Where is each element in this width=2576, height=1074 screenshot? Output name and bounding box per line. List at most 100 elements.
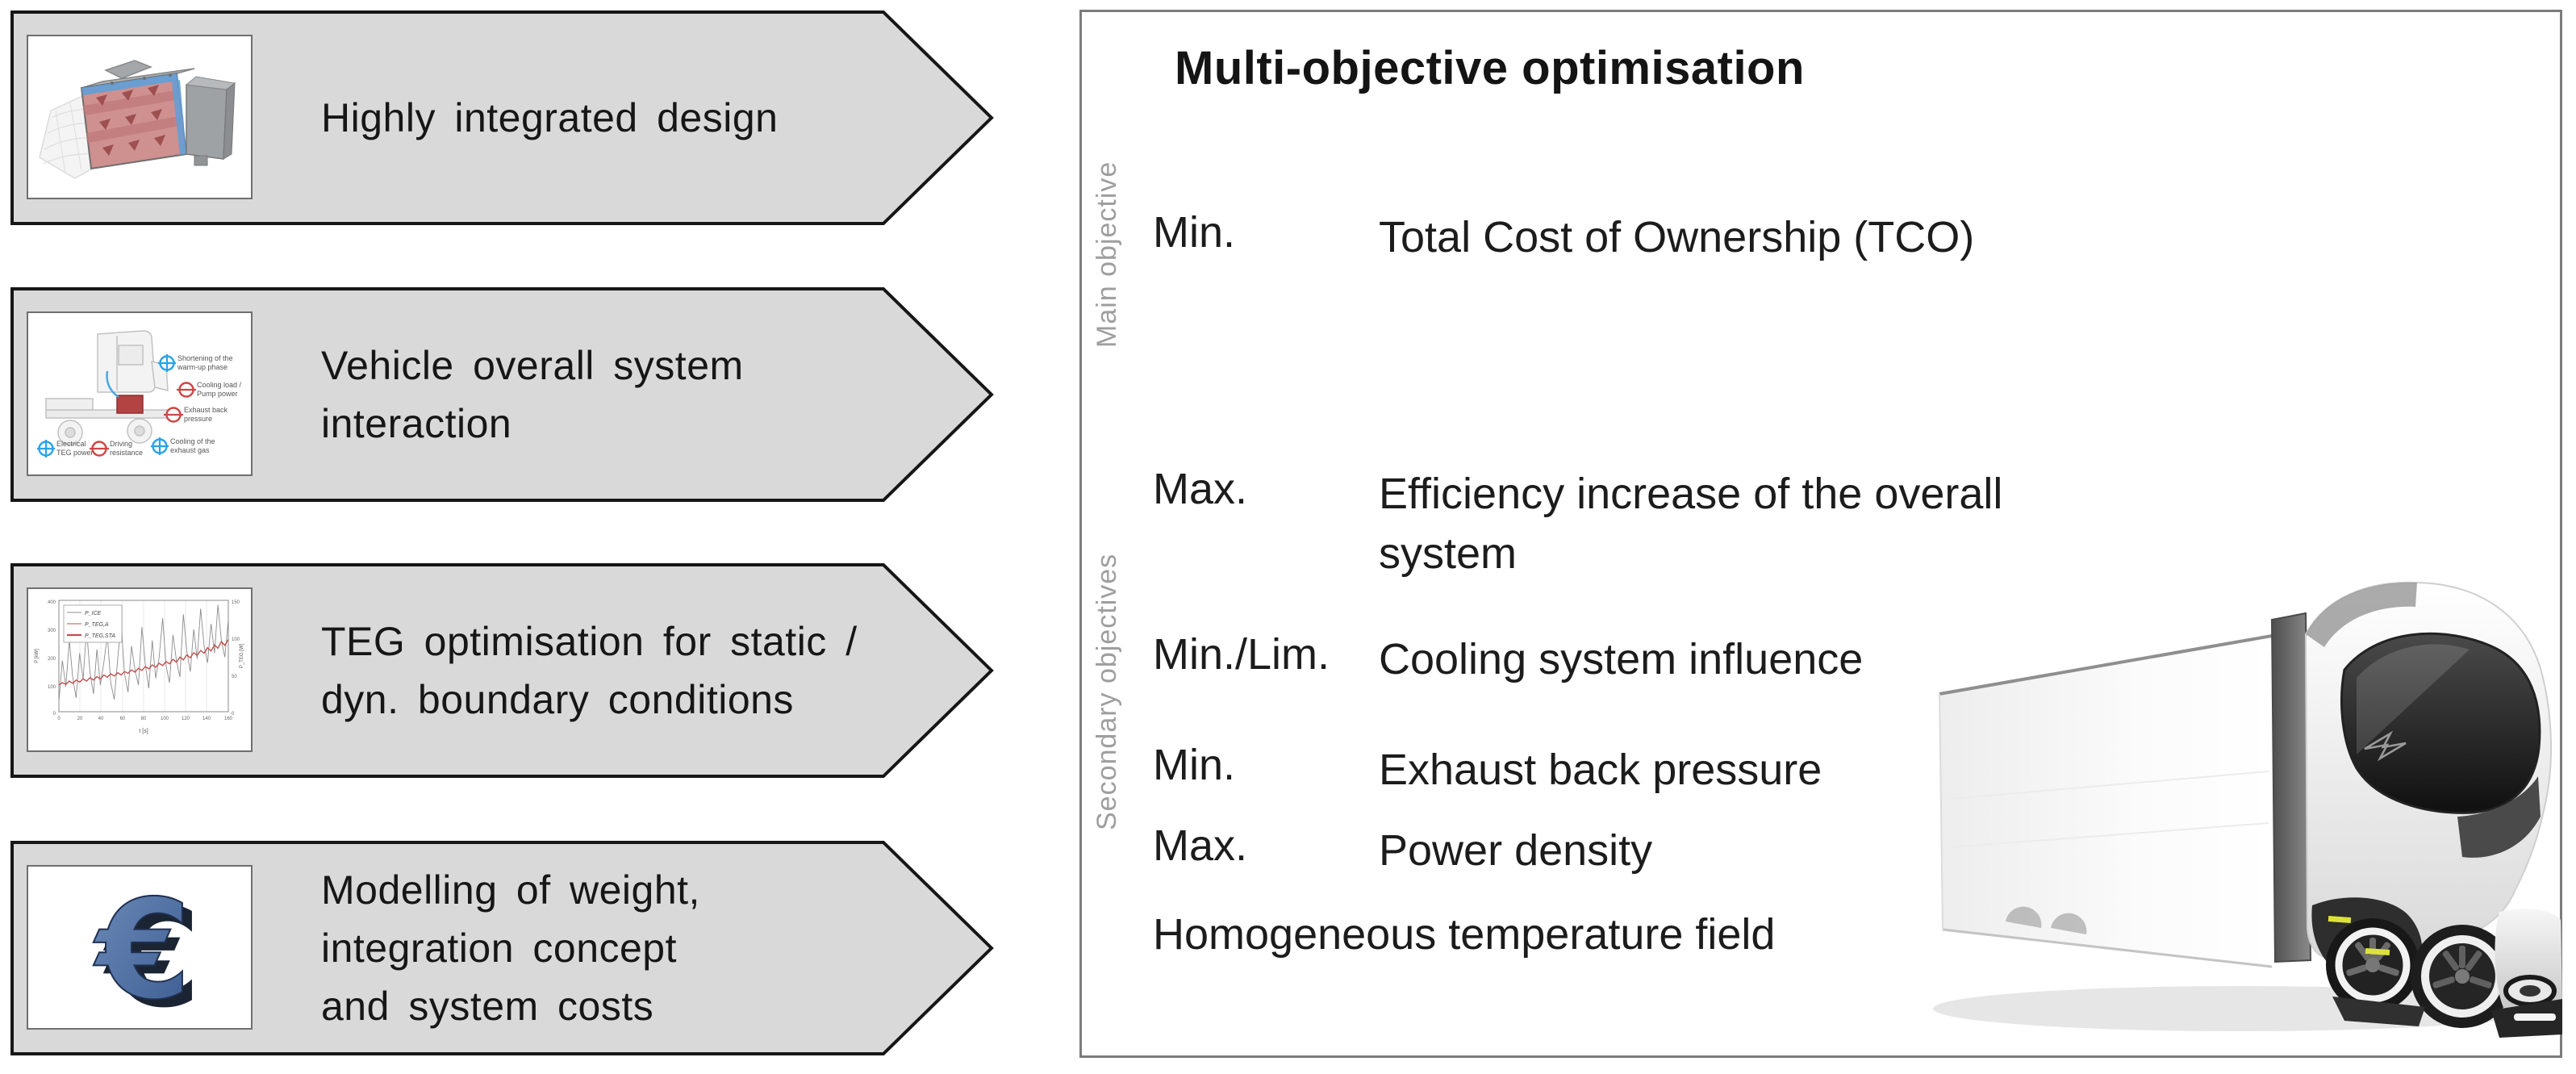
fin-pattern: [96, 85, 165, 156]
euro-symbol-render: € €: [92, 870, 201, 1028]
svg-text:60: 60: [120, 717, 126, 721]
objective-op: Max.: [1153, 465, 1248, 513]
heat-exchanger-body: [80, 60, 236, 170]
banner-line: TEG optimisation for static /: [321, 619, 858, 664]
banner-text: Highly integrated design: [321, 12, 934, 224]
plot-tick-labels: 400 300 200 100 0 150 100 50 0 0 20 40 6…: [48, 600, 240, 721]
exhaust-stack: [2270, 612, 2312, 963]
arrow-banner-shape: [10, 563, 994, 778]
banner-line: Vehicle overall system: [321, 343, 744, 388]
objective-op: Min.: [1153, 208, 1236, 257]
trailer: [1939, 634, 2273, 968]
plus-badge-teg-power: Electrical TEG power: [37, 440, 94, 458]
objective-desc: Power density: [1379, 821, 1652, 880]
banner-line: Modelling of weight,: [321, 867, 700, 913]
series-teg-power: [58, 638, 229, 686]
group-label-main-objective: Main objective: [1092, 161, 1122, 348]
arrow-banner-shape: [10, 10, 994, 225]
front-wheel: [2411, 925, 2514, 1028]
banner-line: interaction: [321, 401, 512, 446]
brand-logo: [2364, 730, 2407, 762]
plot-ylabel-left: P [kW]: [35, 649, 40, 663]
truck-concept-image: [1933, 581, 2562, 1038]
plus-badge-warmup: Shortening of the warm-up phase: [158, 354, 233, 372]
svg-text:0: 0: [232, 712, 235, 717]
minus-badge-driving-resistance: Driving resistance: [90, 440, 143, 457]
banner-text: TEG optimisation for static / dyn. bound…: [321, 565, 934, 776]
vehicle-system-schematic: Shortening of the warm-up phase Cooling …: [37, 330, 242, 458]
desc-line: Exhaust back pressure: [1379, 746, 1822, 794]
euro-shadow-glyph: €: [102, 879, 201, 1028]
headlight: [2503, 975, 2557, 1007]
svg-text:Cooling load /: Cooling load /: [197, 381, 242, 389]
svg-text:Exhaust back: Exhaust back: [184, 406, 228, 414]
svg-text:140: 140: [202, 717, 211, 721]
svg-text:resistance: resistance: [110, 449, 143, 457]
plot-xlabel: t [s]: [139, 729, 148, 734]
svg-text:20: 20: [77, 717, 83, 721]
banner-teg-optimisation: P_ICE P_TEG,A P_TEG,STA 400 300 200 100 …: [10, 563, 996, 778]
svg-text:0: 0: [53, 712, 56, 717]
svg-text:0: 0: [57, 717, 61, 721]
objective-op: Min./Lim.: [1153, 630, 1330, 679]
truck-wireframe: [45, 330, 169, 445]
svg-text:Cooling of the: Cooling of the: [170, 437, 215, 445]
banner-line: integration concept: [321, 926, 678, 971]
svg-text:Shortening of the: Shortening of the: [177, 354, 233, 362]
banner-highly-integrated-design: Highly integrated design: [10, 10, 996, 225]
minus-badge-back-pressure: Exhaust back pressure: [164, 406, 228, 423]
svg-text:200: 200: [48, 657, 56, 662]
desc-line: Efficiency increase of the overall: [1379, 470, 2003, 518]
svg-text:P_ICE: P_ICE: [85, 611, 102, 616]
banner-vehicle-system-interaction: Shortening of the warm-up phase Cooling …: [10, 287, 996, 502]
svg-text:Electrical: Electrical: [56, 440, 86, 448]
svg-text:400: 400: [48, 600, 56, 605]
banner-line: Highly integrated design: [321, 95, 779, 140]
banner-cost-modelling: € € Modelling of weight, integration con…: [10, 841, 996, 1055]
plus-badge-exhaust-cooling: Cooling of the exhaust gas: [151, 437, 215, 455]
euro-icon: €: [93, 871, 191, 1028]
panel-title: Multi-objective optimisation: [1175, 42, 1805, 94]
desc-line: Power density: [1379, 826, 1653, 875]
side-skirt: [2332, 997, 2425, 1026]
svg-text:80: 80: [141, 717, 147, 721]
teg-power-plot: P_ICE P_TEG,A P_TEG,STA 400 300 200 100 …: [35, 600, 244, 734]
plot-ylabel-right: P_TEG [W]: [240, 644, 244, 669]
fascia-slot: [2514, 1013, 2556, 1021]
svg-text:120: 120: [182, 717, 190, 721]
svg-text:300: 300: [48, 629, 56, 633]
objective-desc: Exhaust back pressure: [1379, 740, 1822, 800]
banner-line: dyn. boundary conditions: [321, 677, 794, 722]
svg-text:pressure: pressure: [184, 415, 212, 423]
objective-desc: Total Cost of Ownership (TCO): [1379, 207, 1974, 267]
yellow-marker: [2328, 916, 2352, 923]
plot-legend: P_ICE P_TEG,A P_TEG,STA: [63, 604, 123, 643]
desc-line: Total Cost of Ownership (TCO): [1379, 213, 1975, 261]
yellow-marker: [2365, 947, 2390, 956]
svg-text:160: 160: [224, 717, 233, 721]
euro-image-frame: € €: [27, 865, 253, 1030]
banner-text: Modelling of weight, integration concept…: [321, 842, 934, 1054]
svg-text:exhaust gas: exhaust gas: [170, 446, 210, 454]
desc-line: system: [1379, 529, 1518, 578]
objective-op: Max.: [1153, 821, 1248, 870]
objective-op: Min.: [1153, 741, 1236, 789]
arrow-banner-shape: [10, 287, 994, 502]
svg-text:Driving: Driving: [110, 440, 132, 448]
svg-text:Pump power: Pump power: [197, 390, 238, 398]
group-label-secondary-objectives: Secondary objectives: [1092, 553, 1122, 831]
svg-text:100: 100: [48, 685, 56, 690]
objective-desc: Homogeneous temperature field: [1153, 905, 1775, 964]
svg-text:TEG power: TEG power: [56, 449, 94, 457]
svg-text:100: 100: [232, 637, 240, 642]
teg-component-highlight: [116, 395, 144, 414]
svg-text:50: 50: [232, 675, 237, 679]
vehicle-schematic-frame: Shortening of the warm-up phase Cooling …: [27, 311, 253, 476]
svg-text:P_TEG,A: P_TEG,A: [85, 622, 109, 628]
svg-text:100: 100: [161, 717, 169, 721]
objective-desc: Efficiency increase of the overall syste…: [1379, 464, 2002, 583]
teg-plot-frame: P_ICE P_TEG,A P_TEG,STA 400 300 200 100 …: [27, 587, 253, 752]
svg-text:150: 150: [232, 600, 240, 605]
banner-line: and system costs: [321, 984, 654, 1029]
